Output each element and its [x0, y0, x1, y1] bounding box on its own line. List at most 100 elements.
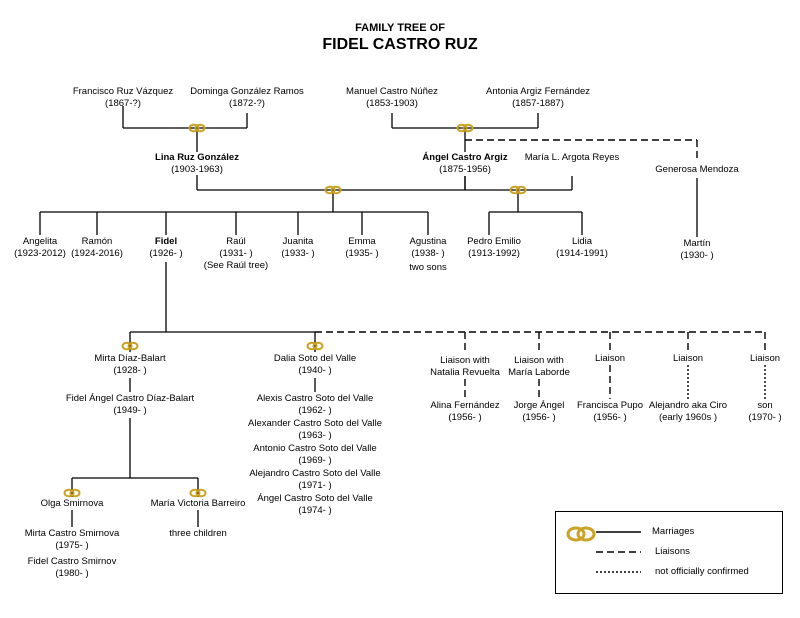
person-years: (1969- )	[298, 455, 332, 466]
person-pedro: Pedro Emilio (1913-1992)	[467, 236, 521, 260]
liaison-label: Liaison	[672, 353, 704, 364]
person-name: Fidel Ángel Castro Díaz-Balart	[65, 393, 195, 404]
person-years: (1853-1903)	[366, 98, 418, 109]
liaison-label: Liaison with	[440, 355, 490, 366]
person-years: (1928- )	[113, 365, 147, 376]
person-name: Antonio Castro Soto del Valle	[253, 443, 377, 454]
liaison-partner: María Laborde	[508, 367, 570, 378]
person-years: (1962- )	[298, 405, 332, 416]
person-alejandro: Alejandro Castro Soto del Valle (1971- )	[249, 468, 380, 492]
person-alexander: Alexander Castro Soto del Valle (1963- )	[248, 418, 382, 442]
person-years: (1903-1963)	[171, 164, 223, 175]
person-years: (1963- )	[298, 430, 332, 441]
person-name: Olga Smirnova	[40, 498, 104, 509]
legend-unconfirmed: not officially confirmed	[655, 566, 749, 577]
person-generosa: Generosa Mendoza	[655, 164, 738, 176]
person-name: María L. Argota Reyes	[524, 152, 620, 163]
person-alejandro-ciro: Alejandro aka Ciro (early 1960s )	[649, 400, 727, 424]
person-angelita: Angelita (1923-2012)	[14, 236, 66, 260]
person-name: Martín	[683, 238, 711, 249]
person-raul: Raúl (1931- ) (See Raúl tree)	[204, 236, 268, 272]
person-mirta-smirnova: Mirta Castro Smirnova (1975- )	[25, 528, 120, 552]
person-name: Alina Fernández	[430, 400, 500, 411]
person-jorge: Jorge Ángel (1956- )	[514, 400, 565, 424]
person-name: Manuel Castro Núñez	[346, 86, 438, 97]
person-note: (See Raúl tree)	[203, 260, 269, 271]
person-antonio: Antonio Castro Soto del Valle (1969- )	[253, 443, 376, 467]
person-years: (early 1960s )	[658, 412, 718, 423]
chart-title: FIDEL CASTRO RUZ	[322, 36, 478, 53]
person-years: (1857-1887)	[512, 98, 564, 109]
person-years: (1867-?)	[105, 98, 141, 109]
liaison-maria-laborde: Liaison with María Laborde	[508, 355, 570, 379]
liaison-son: Liaison	[749, 353, 781, 365]
person-angel-soto: Ángel Castro Soto del Valle (1974- )	[257, 493, 372, 517]
person-years: (1956- )	[593, 412, 627, 423]
person-name: Dalia Soto del Valle	[273, 353, 357, 364]
person-years: (1926- )	[149, 248, 183, 259]
person-years: (1949- )	[113, 405, 147, 416]
person-lidia: Lidia (1914-1991)	[556, 236, 608, 260]
liaison-natalia: Liaison with Natalia Revuelta	[430, 355, 500, 379]
person-agustina: Agustina (1938- ) two sons	[409, 236, 447, 274]
person-name: Juanita	[282, 236, 314, 247]
person-name: Lina Ruz González	[155, 152, 239, 163]
person-name: son	[757, 400, 773, 411]
liaison-alejandro: Liaison	[672, 353, 704, 365]
person-name: Generosa Mendoza	[655, 164, 739, 175]
person-years: (1914-1991)	[556, 248, 608, 259]
liaison-label: Liaison	[594, 353, 626, 364]
person-angel: Ángel Castro Argiz (1875-1956)	[422, 152, 507, 176]
person-mirta: Mirta Díaz-Balart (1928- )	[94, 353, 165, 377]
person-name: Ramón	[81, 236, 113, 247]
legend-box: Marriages Liaisons not officially confir…	[555, 511, 783, 594]
person-name: Agustina	[409, 236, 447, 247]
person-name: Ángel Castro Argiz	[422, 152, 508, 163]
person-name: Alejandro Castro Soto del Valle	[249, 468, 381, 479]
legend-line-samples	[596, 531, 641, 573]
person-years: (1933- )	[281, 248, 315, 259]
person-manuel: Manuel Castro Núñez (1853-1903)	[346, 86, 438, 110]
person-name: Mirta Castro Smirnova	[24, 528, 120, 539]
person-francisca: Francisca Pupo (1956- )	[577, 400, 643, 424]
person-years: (1913-1992)	[468, 248, 520, 259]
liaison-label: Liaison	[749, 353, 781, 364]
person-martin: Martín (1930- )	[680, 238, 713, 262]
person-dalia: Dalia Soto del Valle (1940- )	[274, 353, 356, 377]
person-fidel: Fidel (1926- )	[149, 236, 182, 260]
person-name: Fidel	[154, 236, 178, 247]
person-name: Dominga González Ramos	[190, 86, 304, 97]
person-name: Angelita	[22, 236, 58, 247]
person-francisco: Francisco Ruz Vázquez (1867-?)	[73, 86, 173, 110]
chart-subtitle: FAMILY TREE OF	[355, 22, 445, 34]
liaison-label: Liaison with	[514, 355, 564, 366]
person-emma: Emma (1935- )	[345, 236, 378, 260]
person-name: Francisco Ruz Vázquez	[72, 86, 174, 97]
person-fidel-smirnov: Fidel Castro Smirnov (1980- )	[28, 556, 117, 580]
person-years: (1923-2012)	[14, 248, 66, 259]
person-years: (1924-2016)	[71, 248, 123, 259]
liaison-francisca: Liaison	[594, 353, 626, 365]
liaison-partner: Natalia Revuelta	[430, 367, 500, 378]
legend-marriages: Marriages	[652, 526, 695, 537]
person-years: (1875-1956)	[439, 164, 491, 175]
person-name: three children	[169, 528, 227, 539]
person-olga: Olga Smirnova	[41, 498, 104, 510]
person-name: María Victoria Barreiro	[150, 498, 246, 509]
person-name: Lidia	[571, 236, 593, 247]
person-years: (1974- )	[298, 505, 332, 516]
person-name: Alejandro aka Ciro	[648, 400, 728, 411]
person-years: (1935- )	[345, 248, 379, 259]
person-name: Ángel Castro Soto del Valle	[257, 493, 373, 504]
person-note: two sons	[409, 262, 447, 273]
person-years: (1980- )	[55, 568, 89, 579]
person-maria-argota: María L. Argota Reyes	[525, 152, 620, 164]
person-name: Antonia Argiz Fernández	[485, 86, 591, 97]
person-name: Jorge Ángel	[513, 400, 565, 411]
wedding-rings-icon	[566, 526, 596, 542]
person-years: (1971- )	[298, 480, 332, 491]
person-years: (1956- )	[522, 412, 556, 423]
person-years: (1970- )	[748, 412, 782, 423]
person-years: (1930- )	[680, 250, 714, 261]
